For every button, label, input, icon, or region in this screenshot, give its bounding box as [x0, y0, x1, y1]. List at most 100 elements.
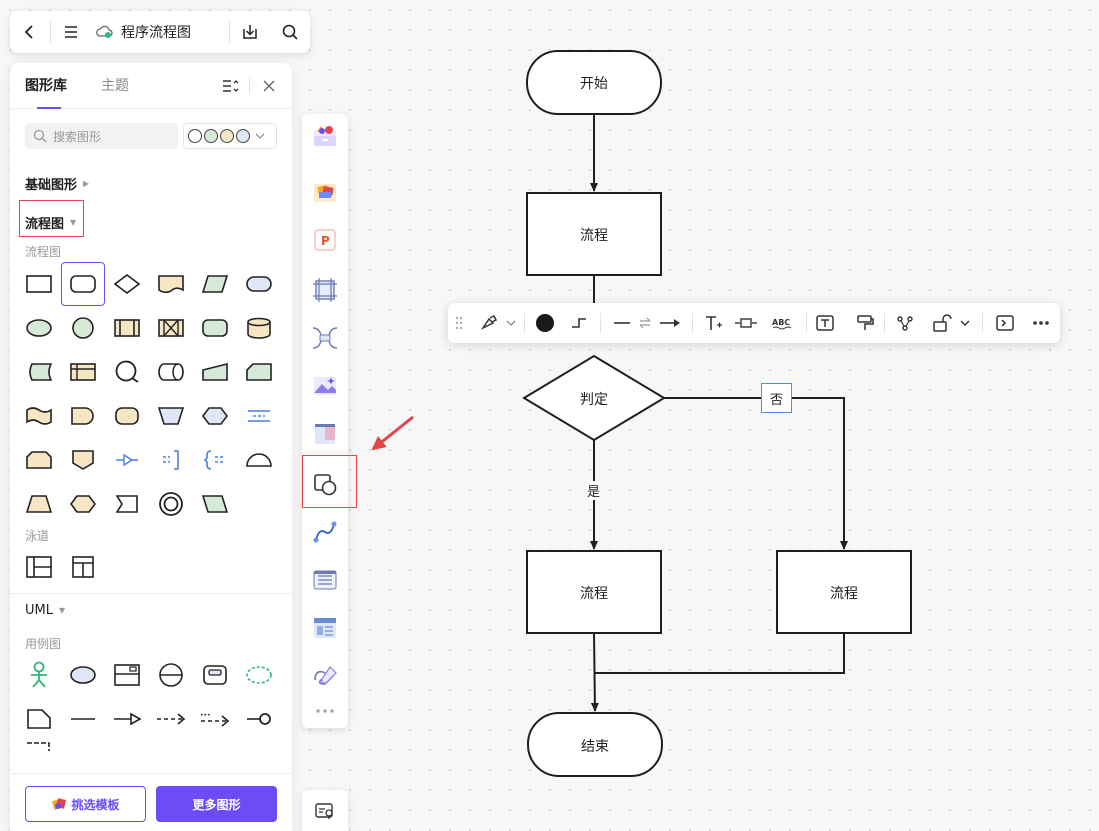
fill-color-icon[interactable]: [532, 311, 558, 335]
brace-left-icon[interactable]: [193, 438, 237, 482]
decision-shape-icon[interactable]: [105, 262, 149, 306]
shapes-icon[interactable]: [311, 470, 339, 498]
template-gallery-icon[interactable]: [311, 122, 339, 150]
pen-draw-icon[interactable]: [311, 662, 339, 690]
edge-process3-end[interactable]: [595, 633, 845, 674]
frame-icon[interactable]: [311, 276, 339, 304]
manual-input-shape-icon[interactable]: [193, 350, 237, 394]
end-node[interactable]: [527, 712, 663, 777]
direct-data-shape-icon[interactable]: [149, 350, 193, 394]
sort-icon[interactable]: [219, 75, 241, 97]
connector-line-icon[interactable]: [311, 518, 339, 546]
start-node[interactable]: [526, 50, 662, 115]
stored-data-shape-icon[interactable]: [17, 350, 61, 394]
text-format-icon[interactable]: [700, 311, 726, 335]
hexagon-shape-icon[interactable]: [193, 394, 237, 438]
semicircle-shape-icon[interactable]: [237, 438, 281, 482]
flow-arrow-icon[interactable]: [105, 438, 149, 482]
process-node-3[interactable]: [776, 550, 912, 634]
predefined-process-shape-icon[interactable]: [105, 306, 149, 350]
trapezoid-shape-icon[interactable]: [17, 482, 61, 526]
boundary-circle-icon[interactable]: [149, 653, 193, 697]
lock-icon[interactable]: [928, 311, 974, 335]
category-flowchart[interactable]: 流程图▼: [25, 213, 76, 232]
parallelogram-shape-icon[interactable]: [193, 482, 237, 526]
download-button[interactable]: [230, 11, 270, 53]
connector-style-icon[interactable]: [566, 311, 592, 335]
association-line-icon[interactable]: [61, 697, 105, 741]
drag-handle-icon[interactable]: [452, 311, 466, 335]
process-node-2[interactable]: [526, 550, 662, 634]
paper-tape-shape-icon[interactable]: [17, 394, 61, 438]
list-icon[interactable]: [311, 566, 339, 594]
dependency-arrow-icon[interactable]: [149, 697, 193, 741]
format-painter-icon[interactable]: [852, 311, 878, 335]
image-icon[interactable]: [311, 372, 339, 400]
collate-shape-icon[interactable]: [149, 306, 193, 350]
shape-search-input[interactable]: 搜索图形: [25, 123, 178, 149]
card-shape-icon[interactable]: [237, 350, 281, 394]
document-title[interactable]: 程序流程图: [91, 22, 229, 42]
rounded-process-shape-icon[interactable]: [237, 262, 281, 306]
decision-node[interactable]: [522, 354, 666, 442]
internal-storage-shape-icon[interactable]: [61, 350, 105, 394]
note-icon[interactable]: [17, 697, 61, 741]
arrow-end-icon[interactable]: [656, 311, 684, 335]
edge-label-no[interactable]: 否: [761, 383, 792, 413]
edge-label-yes[interactable]: 是: [587, 481, 601, 500]
hexagon-filled-shape-icon[interactable]: [61, 482, 105, 526]
manual-operation-shape-icon[interactable]: [149, 394, 193, 438]
more-options-icon[interactable]: [1028, 311, 1054, 335]
system-boundary-icon[interactable]: [105, 653, 149, 697]
theme-color-picker[interactable]: [183, 123, 277, 149]
more-tools-icon[interactable]: [311, 701, 339, 721]
actor-icon[interactable]: [17, 653, 61, 697]
category-uml[interactable]: UML▼: [25, 603, 65, 618]
menu-button[interactable]: [51, 11, 91, 53]
bracket-right-icon[interactable]: [149, 438, 193, 482]
category-basic-shapes[interactable]: 基础图形▶: [25, 174, 89, 193]
partial-shape-icon[interactable]: [17, 741, 61, 785]
terminator-shape-icon[interactable]: [61, 262, 105, 306]
process-shape-icon[interactable]: [17, 262, 61, 306]
database-shape-icon[interactable]: [237, 306, 281, 350]
ellipse-shape-icon[interactable]: [17, 306, 61, 350]
layout-icon[interactable]: [311, 614, 339, 642]
close-icon[interactable]: [258, 75, 280, 97]
horizontal-swimlane-icon[interactable]: [17, 545, 61, 589]
preparation-shape-icon[interactable]: [193, 306, 237, 350]
generalization-arrow-icon[interactable]: [105, 697, 149, 741]
display-shape-icon[interactable]: [105, 394, 149, 438]
slides-icon[interactable]: P: [311, 226, 339, 254]
document-shape-icon[interactable]: [149, 262, 193, 306]
sequential-data-shape-icon[interactable]: [105, 350, 149, 394]
swap-arrows-icon[interactable]: [636, 311, 654, 335]
text-box-icon[interactable]: [812, 311, 838, 335]
text-position-icon[interactable]: [732, 311, 760, 335]
map-view-button[interactable]: [302, 790, 348, 831]
pick-template-button[interactable]: 挑选模板: [25, 786, 146, 822]
table-card-icon[interactable]: [311, 420, 339, 448]
component-icon[interactable]: [193, 653, 237, 697]
annotation-lines-icon[interactable]: [237, 394, 281, 438]
tab-shape-library[interactable]: 图形库: [25, 63, 67, 109]
process-node-1[interactable]: [526, 192, 662, 276]
vertical-swimlane-icon[interactable]: [61, 545, 105, 589]
sticker-icon[interactable]: [311, 178, 339, 206]
back-button[interactable]: [10, 11, 50, 53]
search-button[interactable]: [270, 11, 310, 53]
off-page-shape-icon[interactable]: [61, 438, 105, 482]
more-shapes-button[interactable]: 更多图形: [156, 786, 277, 822]
interface-line-icon[interactable]: [237, 697, 281, 741]
spellcheck-icon[interactable]: ABC: [768, 311, 798, 335]
notched-shape-icon[interactable]: [105, 482, 149, 526]
line-style-icon[interactable]: [610, 311, 634, 335]
mindmap-icon[interactable]: [311, 324, 339, 352]
double-circle-shape-icon[interactable]: [149, 482, 193, 526]
connection-icon[interactable]: [892, 311, 918, 335]
use-case-icon[interactable]: [61, 653, 105, 697]
circle-shape-icon[interactable]: [61, 306, 105, 350]
loop-limit-shape-icon[interactable]: [17, 438, 61, 482]
edge-decision-process3[interactable]: [664, 397, 848, 550]
